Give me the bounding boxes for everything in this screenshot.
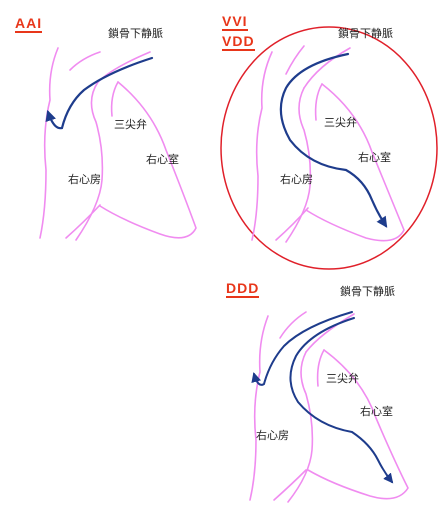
mode-label-aai-underline bbox=[15, 31, 43, 33]
valve-line-vvi-vdd bbox=[314, 83, 323, 121]
ventricle-wall-vvi-vdd bbox=[305, 83, 405, 242]
lead-ventricular-ddd bbox=[289, 317, 394, 484]
mode-label-ddd-text: DDD bbox=[226, 280, 260, 296]
valve-line-ddd bbox=[316, 349, 325, 387]
lead-atrial-ddd bbox=[251, 311, 353, 386]
vein-label-vvi-vdd: 鎖骨下静脈 bbox=[338, 27, 393, 40]
heart-outline-ddd bbox=[249, 311, 409, 503]
septum-ddd bbox=[287, 351, 314, 503]
heart-outline-vvi-vdd bbox=[251, 45, 405, 243]
atrium-wall-ddd bbox=[249, 315, 269, 501]
ventricle-wall-ddd bbox=[307, 349, 409, 500]
panel-ddd bbox=[249, 311, 409, 503]
vein-wall-lower-ddd bbox=[305, 313, 355, 353]
atrium-label-ddd: 右心房 bbox=[256, 429, 289, 442]
valve-label-aai: 三尖弁 bbox=[114, 118, 147, 131]
vein-wall-upper-ddd bbox=[279, 311, 307, 339]
mode-label-vdd: VDD bbox=[222, 34, 255, 51]
heart-outline-aai bbox=[39, 47, 197, 241]
vein-label-aai: 鎖骨下静脈 bbox=[108, 27, 163, 40]
atrium-lower-curve-aai bbox=[65, 204, 101, 239]
ventricle-label-aai: 右心室 bbox=[146, 153, 179, 166]
vein-label-ddd: 鎖骨下静脈 bbox=[340, 285, 395, 298]
highlight-ellipse bbox=[220, 26, 438, 270]
atrium-lower-curve-ddd bbox=[273, 469, 307, 501]
mode-label-vdd-underline bbox=[222, 49, 255, 51]
mode-label-vvi-text: VVI bbox=[222, 13, 248, 29]
atrium-wall-vvi-vdd bbox=[251, 51, 273, 241]
valve-label-vvi-vdd: 三尖弁 bbox=[324, 116, 357, 129]
mode-label-aai-text: AAI bbox=[15, 15, 43, 31]
valve-label-ddd: 三尖弁 bbox=[326, 372, 359, 385]
vein-wall-upper-aai bbox=[69, 51, 101, 71]
panel-vvi-vdd bbox=[220, 26, 438, 270]
ventricle-label-vvi-vdd: 右心室 bbox=[358, 151, 391, 164]
ventricle-label-ddd: 右心室 bbox=[360, 405, 393, 418]
mode-label-vvi-underline bbox=[222, 29, 248, 31]
septum-aai bbox=[75, 81, 104, 241]
atrium-wall-aai bbox=[39, 47, 59, 239]
lead-atrial-aai bbox=[45, 56, 154, 130]
vein-wall-upper-vvi-vdd bbox=[285, 45, 305, 75]
vein-wall-lower-vvi-vdd bbox=[303, 47, 351, 89]
valve-line-aai bbox=[110, 81, 119, 117]
mode-label-vdd-text: VDD bbox=[222, 33, 255, 49]
mode-label-ddd-underline bbox=[226, 296, 260, 298]
panel-aai bbox=[39, 47, 197, 241]
mode-label-aai: AAI bbox=[15, 15, 43, 33]
atrium-label-vvi-vdd: 右心房 bbox=[280, 173, 313, 186]
atrium-label-aai: 右心房 bbox=[68, 173, 101, 186]
ventricle-wall-aai bbox=[99, 81, 197, 239]
lead-ventricular-vvi-vdd bbox=[279, 52, 388, 228]
mode-label-ddd: DDD bbox=[226, 280, 260, 298]
mode-label-vvi: VVI bbox=[222, 14, 248, 31]
